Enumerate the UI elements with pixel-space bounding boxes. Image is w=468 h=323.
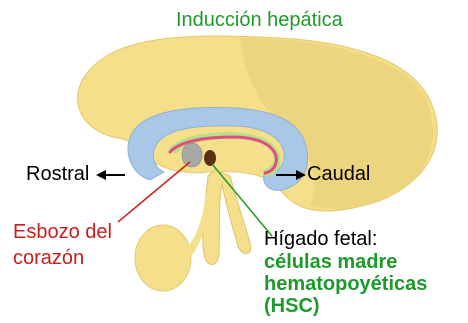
diagram-title: Inducción hepática xyxy=(176,9,343,31)
heart-bud-shape xyxy=(181,142,203,168)
rostral-label: Rostral xyxy=(26,163,90,185)
yolk-sac-stalk xyxy=(186,194,212,258)
caudal-arrow-head xyxy=(296,170,306,180)
gut-tube xyxy=(127,107,308,191)
endoderm-line xyxy=(168,135,278,175)
liver-pointer-line xyxy=(211,163,273,237)
heart-pointer-line xyxy=(117,161,191,223)
fetal-liver-shape xyxy=(204,150,216,166)
yolk-sac xyxy=(134,224,192,292)
caudal-label: Caudal xyxy=(307,163,371,185)
hsc-label: células madre hematopoyéticas (HSC) xyxy=(264,251,428,317)
fetal-liver-label: Hígado fetal: xyxy=(264,228,378,250)
heart-bud-label: Esbozo del corazón xyxy=(13,221,112,269)
embryo-shadow xyxy=(240,38,433,210)
rostral-arrow-head xyxy=(96,170,106,180)
vitelline-stalk xyxy=(202,169,252,265)
